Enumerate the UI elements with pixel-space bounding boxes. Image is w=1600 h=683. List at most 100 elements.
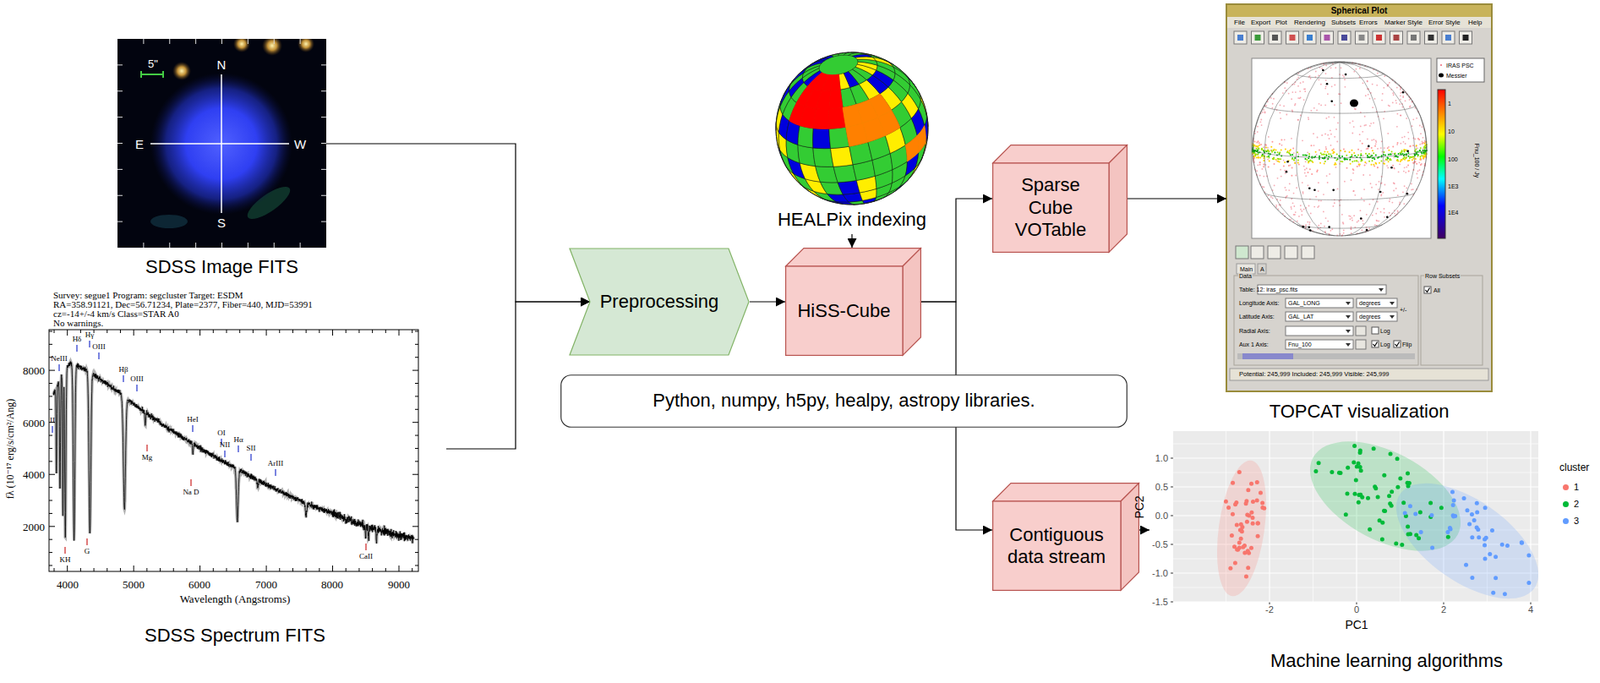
topcat-window-part-part: [1325, 85, 1327, 88]
topcat-window-part-part: [1333, 103, 1336, 106]
topcat-window-part-part: [1254, 147, 1256, 149]
topcat-window-part-part: [1414, 147, 1417, 150]
topcat-window-part-part: [1370, 186, 1373, 189]
spectral-line-label: Hγ: [85, 331, 94, 339]
topcat-window-part-part: [1399, 92, 1402, 94]
topcat-window-part-part: [1380, 159, 1382, 162]
scatter-plot-part-part-part: [1260, 505, 1265, 510]
topcat-window-part-part: [1419, 149, 1421, 152]
topcat-window-part: [1252, 61, 1427, 236]
topcat-window-part-part: [1364, 115, 1366, 118]
topcat-window-part-part: [1320, 83, 1322, 86]
topcat-window-part-part: [1402, 91, 1405, 94]
topcat-window-part-part: [1351, 132, 1354, 135]
menu-item: File: [1234, 19, 1246, 27]
scatter-plot-part-part-part: [1329, 469, 1334, 475]
topcat-window-part-part: [1420, 154, 1423, 157]
topcat-window-part-part: [1283, 161, 1286, 164]
scatter-plot-part-part-part: [1255, 498, 1260, 503]
topcat-window-part-part: [1371, 83, 1374, 86]
spectrum-plot-part: [80, 329, 82, 334]
topcat-window-part: [1425, 288, 1431, 293]
topcat-window-part: [1355, 31, 1369, 44]
topcat-window-part-part: [1350, 179, 1353, 181]
topcat-window-part-part: [1354, 154, 1356, 157]
topcat-window-part-part: [1387, 147, 1389, 149]
spectrum-plot-part: [49, 435, 53, 437]
topcat-window-part-part: [1307, 118, 1310, 121]
topcat-window-part-part: [1407, 152, 1409, 154]
scatter-plot-part-part-part: [1245, 487, 1251, 492]
topcat-window-part-part: [1424, 147, 1426, 149]
spectrum-header: RA=358.91121, Dec=56.71234, Plate=2377, …: [53, 300, 313, 310]
topcat-window-part-part: [1285, 114, 1288, 116]
topcat-window-part: [1428, 34, 1435, 41]
topcat-window-part-part: [1305, 158, 1308, 161]
spectrum-plot-part: [146, 567, 148, 572]
topcat-window-part-part: [1340, 160, 1343, 163]
spectrum-plot-part: [122, 375, 124, 383]
colorbar-label: 10: [1447, 128, 1455, 135]
topcat-window-part-part: [1258, 141, 1261, 144]
topcat-window-part-part: [1266, 156, 1268, 159]
topcat-window-part-part: [1411, 125, 1414, 127]
topcat-window-part-part: [1260, 120, 1262, 123]
topcat-window-part-part: [1286, 81, 1289, 84]
topcat-window-part-part: [1317, 74, 1320, 77]
topcat-window-part-part: [1305, 158, 1307, 160]
topcat-window-part: [1324, 34, 1331, 41]
topcat-window-part-part: [1383, 163, 1386, 165]
topcat-window-part: [1229, 368, 1489, 381]
topcat-window-part-part: [1414, 138, 1416, 141]
spectrum-plot-part: [292, 329, 294, 334]
scatter-plot-part-part-part: [1469, 535, 1475, 540]
spectrum-plot-part: [199, 329, 201, 336]
healpix-sphere-part: [775, 52, 929, 205]
topcat-window-part-part: [1353, 190, 1355, 192]
topcat-window-part-part: [1392, 102, 1394, 104]
topcat-window-part-part: [1392, 152, 1394, 155]
topcat-window-part-part: [1364, 125, 1366, 127]
spectrum-plot-part: [415, 486, 419, 488]
topcat-window-part-part: [1301, 139, 1304, 142]
ui-text: Latitude Axis:: [1239, 313, 1275, 320]
topcat-window-part: [1306, 34, 1313, 41]
topcat-window-part-part: [1406, 150, 1409, 153]
sdss-image-part: [169, 38, 170, 44]
topcat-window-part-part: [1299, 90, 1301, 93]
topcat-window-part-part: [1325, 147, 1327, 150]
topcat-window-part: [1376, 34, 1382, 41]
tick-label: 5000: [122, 578, 145, 590]
scatter-plot-part-part-part: [1345, 465, 1350, 470]
spectral-line-label: Hα: [233, 436, 243, 444]
topcat-window-part-part: [1288, 164, 1290, 167]
topcat-window-part-part: [1407, 159, 1409, 162]
topcat-window-part: [1441, 31, 1455, 44]
legend-text: Messier: [1446, 72, 1468, 79]
spectrum-plot-part: [398, 565, 400, 572]
topcat-window-part-part: [1360, 149, 1363, 152]
topcat-window-part-part: [1333, 202, 1336, 204]
topcat-window-part-part: [1417, 155, 1420, 158]
topcat-window-part: [1237, 353, 1415, 360]
scatter-plot-part-part-part: [1234, 522, 1240, 527]
topcat-window-part-part: [1318, 148, 1321, 151]
topcat-window-part-part: [1406, 192, 1409, 196]
topcat-window-part-part: [1272, 158, 1274, 160]
topcat-window-part-part: [1381, 92, 1384, 95]
topcat-window-part: [1341, 34, 1348, 41]
topcat-window-part: [1268, 31, 1282, 44]
topcat-window-part-part: [1372, 121, 1375, 124]
sdss-image-part: [321, 221, 327, 223]
topcat-window-part: [1355, 326, 1366, 336]
topcat-window-part: [1285, 69, 1409, 232]
topcat-window-part-part: [1383, 212, 1386, 214]
topcat-window-part: [1285, 311, 1354, 322]
sdss-image-part: [233, 38, 251, 53]
topcat-window-part-part: [1332, 189, 1335, 192]
topcat-window-part-part: [1387, 156, 1389, 159]
topcat-window-part-part: [1419, 143, 1421, 146]
topcat-window-part-part: [1387, 132, 1389, 135]
topcat-window-part: [1345, 315, 1351, 319]
topcat-window-part-part: [1408, 137, 1410, 140]
